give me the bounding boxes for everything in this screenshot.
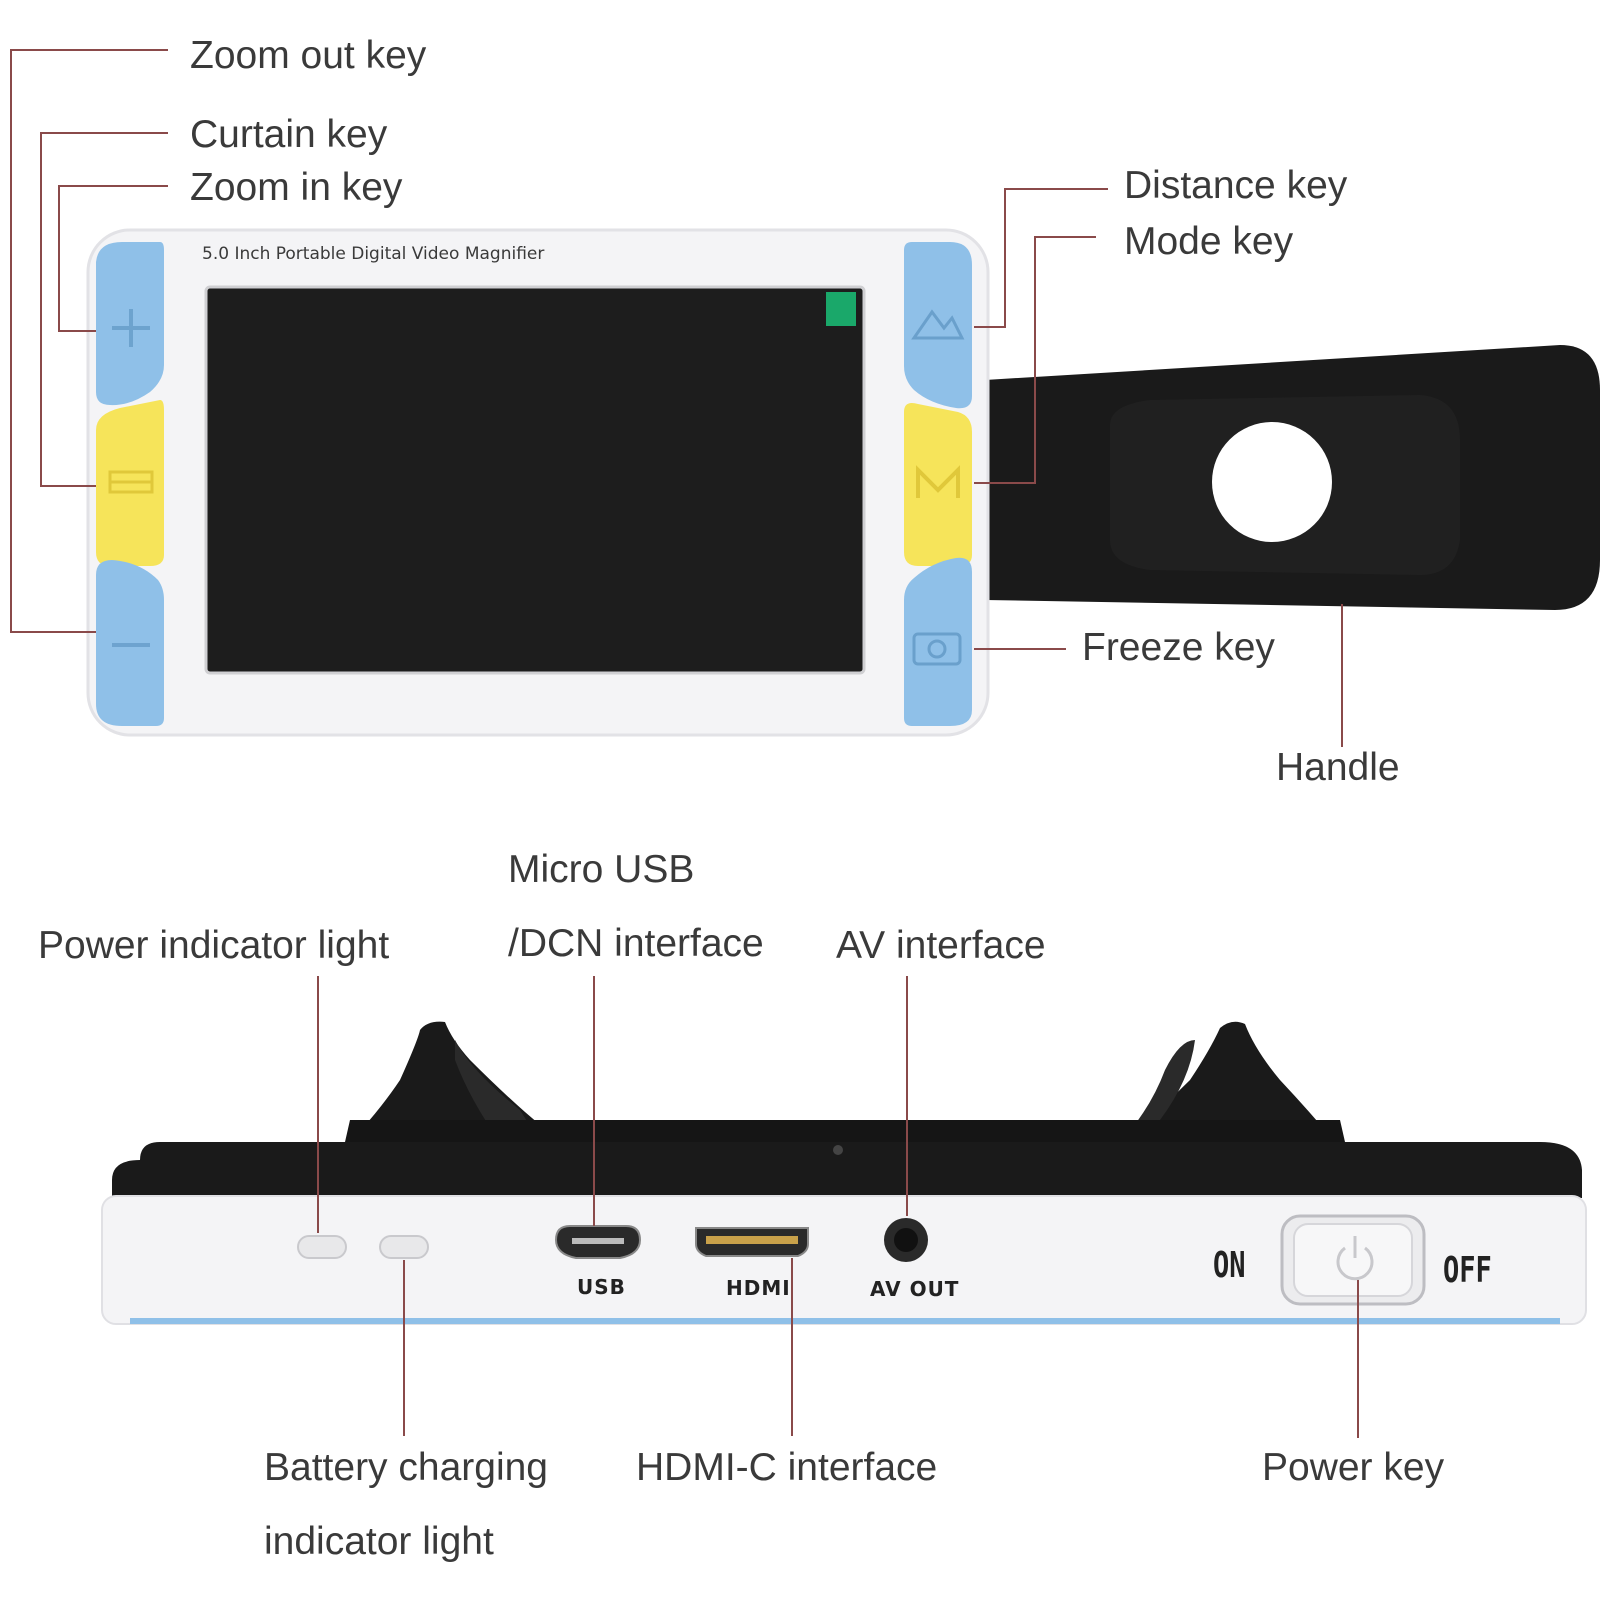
- zoom-in-key-label: Zoom in key: [190, 166, 403, 209]
- micro-usb-label-line1: Micro USB: [508, 848, 695, 891]
- power-key-label: Power key: [1262, 1446, 1445, 1489]
- power-indicator-light: [297, 1235, 347, 1259]
- battery-indicator-light: [379, 1235, 429, 1259]
- switch-off-label: OFF: [1443, 1250, 1492, 1291]
- usb-port-label: USB: [577, 1275, 626, 1299]
- hdmi-interface-label: HDMI-C interface: [636, 1446, 938, 1489]
- right-stand: [1120, 1021, 1335, 1142]
- power-indicator-label: Power indicator light: [38, 924, 390, 967]
- screen: [204, 285, 866, 675]
- zoom-out-key-label: Zoom out key: [190, 34, 427, 77]
- mode-key-label: Mode key: [1124, 220, 1294, 263]
- switch-on-label: ON: [1213, 1245, 1246, 1286]
- battery-indicator-label-line2: indicator light: [264, 1520, 494, 1563]
- power-icon: [1336, 1236, 1374, 1281]
- hdmi-port-label: HDMI: [726, 1276, 791, 1300]
- handle-hole: [1212, 422, 1332, 542]
- curtain-key-label: Curtain key: [190, 113, 388, 156]
- handle-label: Handle: [1276, 746, 1400, 789]
- battery-indicator-label-line1: Battery charging: [264, 1446, 548, 1489]
- device-caption: 5.0 Inch Portable Digital Video Magnifie…: [202, 244, 545, 264]
- distance-key: [904, 242, 972, 409]
- mode-key: [904, 403, 972, 566]
- freeze-key-label: Freeze key: [1082, 626, 1275, 669]
- micro-usb-label-line2: /DCN interface: [508, 922, 764, 965]
- screen-indicator: [826, 292, 856, 326]
- av-out-port-label: AV OUT: [870, 1277, 960, 1301]
- av-interface-label: AV interface: [836, 924, 1046, 967]
- distance-key-label: Distance key: [1124, 164, 1348, 207]
- bottom-body-top: [112, 1142, 1582, 1198]
